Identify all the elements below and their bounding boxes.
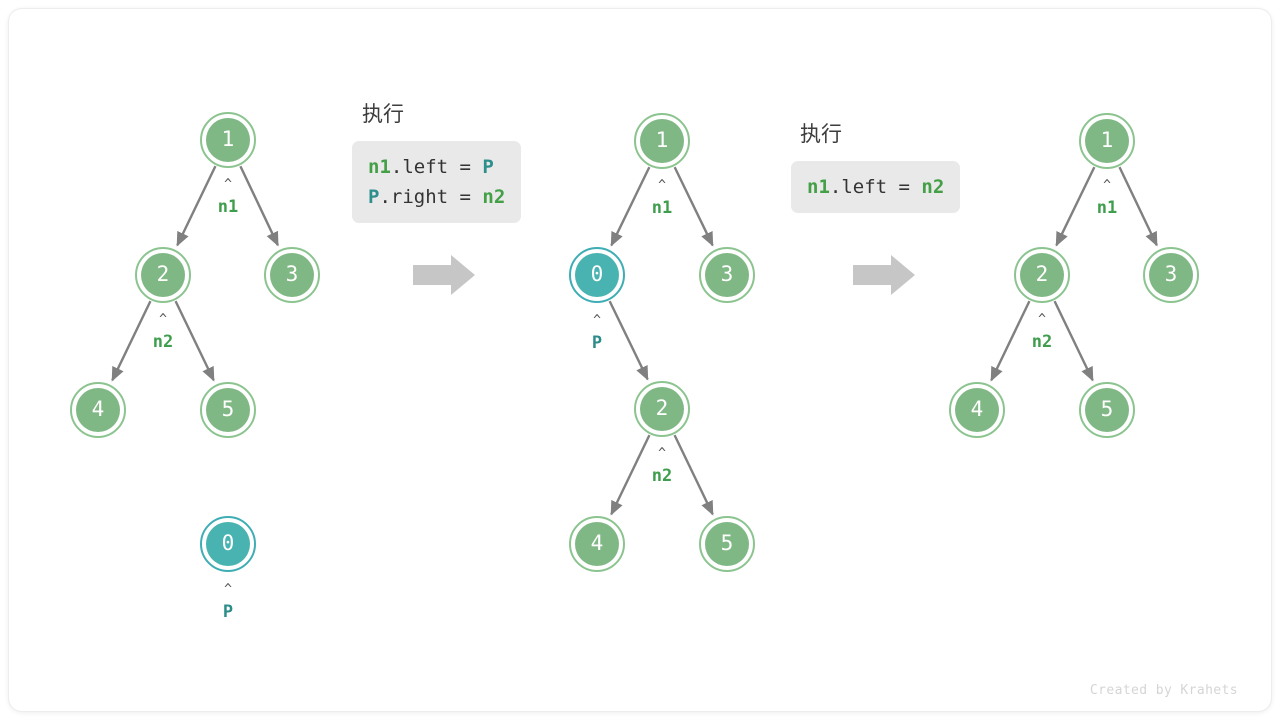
tree1-node-1-value: 1 [221, 126, 235, 151]
tree3-node-1-value: 1 [1100, 127, 1114, 152]
tree1-node-1-fill: 1 [206, 118, 250, 162]
tree1-node-4-value: 4 [91, 396, 105, 421]
tree1-node-2-value: 2 [156, 261, 170, 286]
tree2-node-3-value: 3 [720, 261, 734, 286]
tree2-node-1-fill: 1 [640, 119, 684, 163]
tree2-node-5-value: 5 [720, 530, 734, 555]
tree2-node-5: 5 [699, 516, 755, 572]
tree3-node-3-fill: 3 [1149, 253, 1193, 297]
exec-block-1-code-line: P.right = n2 [368, 182, 505, 212]
exec-block-1-code-token: P [482, 156, 494, 178]
tree1-node-2-fill: 2 [141, 253, 185, 297]
tree2-node-1-value: 1 [655, 127, 669, 152]
exec-block-2-code-token: n1 [807, 176, 830, 198]
exec-block-1-code-token: .right = [379, 186, 483, 208]
tree3-node-5-fill: 5 [1085, 388, 1129, 432]
tree2-node-1: 1 [634, 113, 690, 169]
tree2-node-3-fill: 3 [705, 253, 749, 297]
exec-block-1-code-token: .left = [390, 156, 483, 178]
tree2-node-4: 4 [569, 516, 625, 572]
tree3-node-3: 3 [1143, 247, 1199, 303]
tree1-node-0-fill: 0 [206, 522, 250, 566]
tree2-node-4-fill: 4 [575, 522, 619, 566]
exec-block-1-caption: 执行 [362, 103, 404, 126]
tree1-node-2: 2 [135, 247, 191, 303]
exec-block-2-caption: 执行 [800, 123, 842, 146]
tree3-node-4: 4 [949, 382, 1005, 438]
tree2-node-2-value: 2 [655, 395, 669, 420]
tree1-node-3-value: 3 [285, 261, 299, 286]
tree1-node-1: 1 [200, 112, 256, 168]
tree3-node-2-fill: 2 [1020, 253, 1064, 297]
exec-block-2-code-token: .left = [829, 176, 922, 198]
tree2-node-2-fill: 2 [640, 387, 684, 431]
tree1-node-4-fill: 4 [76, 388, 120, 432]
tree2-node-5-fill: 5 [705, 522, 749, 566]
exec-block-2-code-line: n1.left = n2 [807, 172, 944, 202]
tree3-node-2-value: 2 [1035, 261, 1049, 286]
exec-block-2-code-token: n2 [921, 176, 945, 198]
exec-block-1-code-token: n1 [368, 156, 391, 178]
tree3-node-3-value: 3 [1164, 261, 1178, 286]
tree1-node-5: 5 [200, 382, 256, 438]
tree1-node-0-value: 0 [221, 530, 235, 555]
tree2-node-0-value: 0 [590, 261, 604, 286]
watermark: Created by Krahets [1089, 683, 1238, 698]
tree3-node-1-fill: 1 [1085, 119, 1129, 163]
tree2-node-0-fill: 0 [575, 253, 619, 297]
tree3-node-4-value: 4 [970, 396, 984, 421]
tree2-node-0: 0 [569, 247, 625, 303]
tree1-node-4: 4 [70, 382, 126, 438]
tree2-node-3: 3 [699, 247, 755, 303]
tree3-node-5: 5 [1079, 382, 1135, 438]
tree1-node-5-value: 5 [221, 396, 235, 421]
tree2-node-2: 2 [634, 381, 690, 437]
tree3-node-4-fill: 4 [955, 388, 999, 432]
tree1-node-5-fill: 5 [206, 388, 250, 432]
tree1-node-0: 0 [200, 516, 256, 572]
exec-block-1-code-token: P [368, 186, 380, 208]
exec-block-2-code: n1.left = n2 [791, 161, 961, 213]
exec-block-1-code-line: n1.left = P [368, 152, 505, 182]
diagram-card [8, 8, 1272, 712]
tree3-node-5-value: 5 [1100, 396, 1114, 421]
tree1-node-3: 3 [264, 247, 320, 303]
tree2-node-4-value: 4 [590, 530, 604, 555]
tree1-node-3-fill: 3 [270, 253, 314, 297]
exec-block-1-code-token: n2 [482, 186, 506, 208]
tree3-node-2: 2 [1014, 247, 1070, 303]
tree3-node-1: 1 [1079, 113, 1135, 169]
